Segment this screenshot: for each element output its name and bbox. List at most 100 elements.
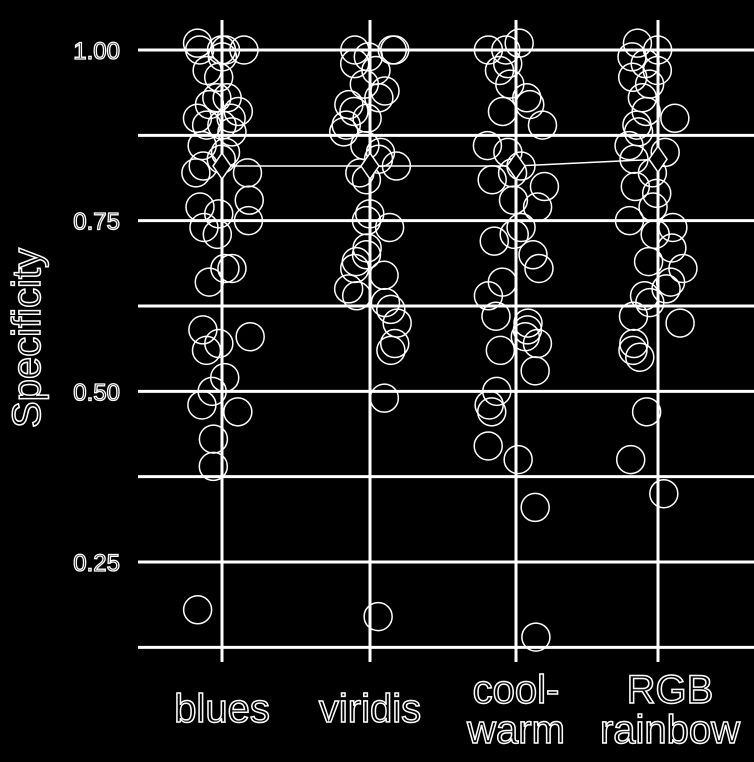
data-point xyxy=(203,62,234,93)
data-point xyxy=(374,212,405,243)
data-point xyxy=(481,301,511,331)
data-point xyxy=(492,48,523,79)
data-point xyxy=(614,205,645,236)
data-point xyxy=(506,212,536,243)
data-point xyxy=(524,253,554,284)
data-point xyxy=(641,178,672,209)
data-point xyxy=(472,130,503,161)
data-point xyxy=(617,42,647,72)
data-point xyxy=(618,335,648,366)
data-point xyxy=(210,35,241,65)
data-point xyxy=(217,117,247,147)
data-point xyxy=(629,281,660,311)
data-point xyxy=(234,185,265,215)
data-point xyxy=(491,35,521,65)
data-point xyxy=(665,308,695,338)
data-point xyxy=(520,356,550,386)
data-point xyxy=(614,130,644,161)
category-label: cool- xyxy=(473,668,560,712)
data-point xyxy=(329,117,359,147)
data-point xyxy=(620,171,651,202)
data-point xyxy=(485,335,516,366)
data-point xyxy=(660,103,690,134)
data-point xyxy=(198,451,229,482)
data-point xyxy=(615,444,646,475)
data-point xyxy=(477,164,507,195)
data-point xyxy=(658,212,688,243)
data-point xyxy=(187,390,217,420)
data-point xyxy=(633,246,664,277)
data-point xyxy=(207,42,238,72)
data-point xyxy=(657,233,687,263)
data-point xyxy=(334,89,364,120)
data-point xyxy=(182,28,213,58)
mean-marker xyxy=(212,151,232,181)
data-point xyxy=(370,76,400,106)
data-point xyxy=(640,219,670,250)
data-point xyxy=(631,397,662,427)
data-point xyxy=(216,103,246,134)
data-point xyxy=(191,110,222,140)
data-point xyxy=(529,171,560,202)
data-point xyxy=(504,28,534,58)
data-point xyxy=(185,192,215,222)
data-point xyxy=(527,110,558,140)
data-point xyxy=(217,253,247,284)
data-point xyxy=(233,205,264,236)
data-point xyxy=(520,492,550,523)
y-tick-label: 0.50 xyxy=(73,379,120,406)
category-label: RGB xyxy=(627,668,714,712)
data-point xyxy=(235,321,265,352)
mean-marker xyxy=(360,151,380,181)
data-point xyxy=(188,315,218,345)
category-label: warm xyxy=(466,708,565,752)
data-point xyxy=(655,267,686,297)
y-tick-label: 1.00 xyxy=(73,38,120,65)
mean-markers xyxy=(212,144,668,181)
data-point xyxy=(370,287,401,318)
data-point xyxy=(189,212,219,243)
data-point xyxy=(181,158,211,188)
data-point xyxy=(355,199,385,229)
data-point xyxy=(202,219,233,250)
data-point xyxy=(380,328,410,359)
data-point xyxy=(625,342,655,372)
data-point xyxy=(649,478,679,509)
mean-line xyxy=(222,158,659,167)
y-tick-label: 0.75 xyxy=(73,209,120,236)
axis-labels: 0.25 0.50 0.75 1.00 blues viridis cool-warm RGB… xyxy=(73,37,741,752)
data-point xyxy=(482,376,512,407)
data-point xyxy=(340,35,370,65)
data-point xyxy=(476,397,507,427)
data-point xyxy=(339,96,369,127)
data-point xyxy=(503,444,533,475)
data-point xyxy=(635,287,665,318)
data-point xyxy=(521,622,551,652)
data-point xyxy=(499,219,529,250)
grid xyxy=(138,20,754,662)
data-point xyxy=(229,35,259,65)
data-point xyxy=(369,383,400,413)
data-point xyxy=(341,281,372,311)
data-point xyxy=(473,431,503,461)
data-point xyxy=(376,294,406,325)
category-label: viridis xyxy=(319,687,421,731)
data-point xyxy=(182,595,213,625)
data-point xyxy=(619,328,649,359)
data-point xyxy=(376,335,406,366)
data-point xyxy=(622,28,653,58)
data-point xyxy=(223,397,253,427)
mean-marker xyxy=(506,151,526,181)
data-point xyxy=(191,335,222,366)
y-tick-label: 0.25 xyxy=(73,550,120,577)
data-point xyxy=(513,308,543,338)
category-label: blues xyxy=(174,687,270,731)
data-point xyxy=(210,253,240,284)
y-axis-title: Specificity xyxy=(5,248,49,428)
data-point xyxy=(333,274,364,304)
data-point xyxy=(642,55,673,86)
data-point xyxy=(498,185,529,215)
data-point xyxy=(522,192,553,222)
data-point xyxy=(369,260,399,291)
